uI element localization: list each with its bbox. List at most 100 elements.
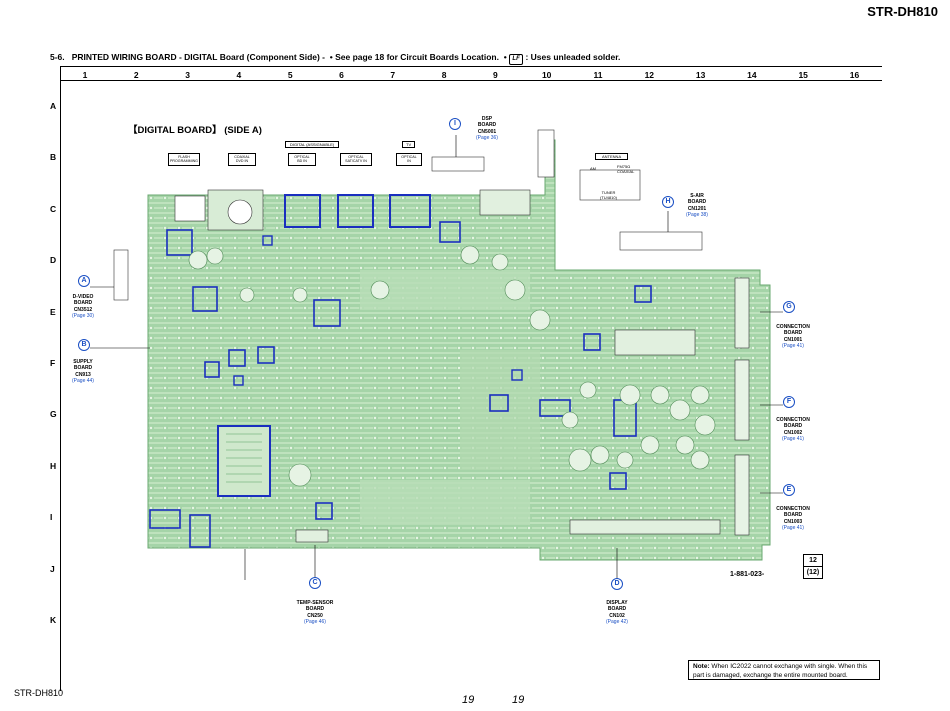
row-header: C: [50, 203, 57, 214]
connector-badge: E: [783, 484, 795, 496]
connector-badge: F: [783, 396, 795, 408]
connector-cn2001: [174, 195, 206, 222]
column-header: 6: [339, 70, 344, 80]
column-header: 16: [849, 70, 860, 80]
board-title: 【DIGITAL BOARD】 (SIDE A): [128, 125, 262, 136]
leadfree-icon: LF: [509, 54, 524, 65]
header-pins: [295, 529, 329, 543]
column-header: 13: [695, 70, 706, 80]
coaxial-label: COAXIAL DVD IN: [228, 153, 256, 166]
ic-highlight: [315, 502, 333, 520]
connector-label: DISPLAY BOARD CN102(Page 42): [594, 600, 640, 625]
ic-highlight: [609, 472, 627, 490]
digital-assignable-label: DIGITAL (ASSIGNABLE): [285, 141, 340, 148]
front-connector: [537, 129, 555, 178]
optical1-label: OPTICAL BD IN: [288, 153, 316, 166]
optical2-label: OPTICAL SAT/CATV IN: [340, 153, 372, 166]
connector-label: DSP BOARD CN5001(Page 36): [464, 116, 510, 141]
row-header: J: [50, 563, 55, 574]
ic-highlight: [634, 285, 652, 303]
connector-page: (Page 42): [606, 618, 628, 625]
optical-jack-3: [389, 194, 431, 228]
tuner-box: [579, 169, 641, 201]
connector-title: DSP BOARD CN5001: [477, 116, 497, 135]
column-header: 9: [493, 70, 498, 80]
board-ref: 12 (12): [803, 554, 823, 579]
tuner-label: TUNER (TU4810): [600, 190, 617, 200]
section-title: PRINTED WIRING BOARD - DIGITAL Board (Co…: [71, 52, 326, 62]
column-header: 3: [185, 70, 190, 80]
ic-highlight: [313, 299, 341, 327]
connector-label: TEMP-SENSOR BOARD CN250(Page 46): [292, 600, 338, 625]
connector-badge: H: [662, 196, 674, 208]
tv-label: TV: [402, 141, 416, 148]
connector-label: S-AIR BOARD CN1201(Page 38): [674, 193, 720, 218]
ic-highlight: [583, 333, 601, 351]
connector-page: (Page 41): [782, 435, 804, 442]
connector-title: D-VIDEO BOARD CN3512: [72, 294, 94, 313]
ic-highlight: [511, 369, 523, 381]
connector-label: D-VIDEO BOARD CN3512(Page 30): [60, 294, 106, 319]
coaxial-jack: [227, 199, 253, 225]
connector-badge: G: [783, 301, 795, 313]
row-header: F: [50, 358, 56, 368]
connector-label: SUPPLY BOARD CN913(Page 44): [60, 359, 106, 384]
connector-badge: D: [611, 578, 623, 590]
connector-label: CONNECTION BOARD CN1001(Page 41): [770, 324, 816, 349]
header-pins: [614, 329, 696, 356]
column-header: 8: [441, 70, 447, 80]
row-header: H: [50, 460, 57, 471]
am-label: AM: [590, 166, 596, 171]
footer-model: STR-DH810: [14, 688, 64, 698]
note-label: Note:: [693, 663, 710, 670]
ic-highlight: [192, 286, 218, 312]
column-header: 11: [593, 70, 603, 80]
connector-label: CONNECTION BOARD CN1002(Page 41): [770, 417, 816, 442]
main-ic: [217, 425, 271, 497]
ic-highlight: [189, 514, 211, 548]
location-note: • See page 18 for Circuit Boards Locatio…: [329, 52, 499, 62]
connector-title: CONNECTION BOARD CN1003: [776, 506, 810, 525]
page-number-right: 19: [512, 694, 525, 706]
connector-page: (Page 41): [782, 524, 804, 531]
section-number: 5-6.: [50, 52, 65, 62]
column-header: 4: [236, 70, 242, 80]
board-ref-top: 12: [804, 555, 822, 567]
column-header: 5: [287, 70, 293, 80]
connector-page: (Page 41): [782, 342, 804, 349]
column-header: 12: [644, 70, 655, 80]
ic-highlight: [204, 361, 220, 378]
row-header: D: [50, 255, 57, 266]
column-header: 7: [390, 70, 396, 80]
column-header: 15: [798, 70, 808, 80]
connector-badge: C: [309, 577, 321, 589]
cn3512-plug: [113, 249, 129, 301]
connector-page: (Page 44): [72, 377, 94, 384]
cn1201-plug: [619, 231, 703, 251]
bullet: •: [503, 52, 507, 62]
ic-highlight: [228, 349, 246, 367]
grid-header-border: [60, 80, 882, 81]
note-text: When IC2022 cannot exchange with single.…: [693, 663, 868, 679]
optical3-label: OPTICAL IN: [396, 153, 422, 166]
ground-area: [460, 350, 540, 470]
ic-highlight: [166, 229, 193, 256]
row-header: A: [50, 101, 57, 111]
header-pins: [479, 189, 531, 216]
antenna-label: ANTENNA: [595, 153, 629, 160]
cn5001-plug: [431, 156, 485, 172]
connector-page: (Page 38): [686, 211, 708, 218]
connector-title: DISPLAY BOARD CN102: [606, 600, 628, 619]
flash-label: FLASH PROGRAMMING: [168, 153, 200, 166]
row-header: G: [50, 409, 57, 420]
model-title: STR-DH810: [867, 4, 938, 19]
connector-page: (Page 30): [72, 312, 94, 319]
connector-title: TEMP-SENSOR BOARD CN250: [296, 600, 334, 619]
connector-title: S-AIR BOARD CN1201: [687, 193, 707, 212]
header-pins: [569, 519, 721, 535]
grid-left-border: [60, 66, 61, 691]
note-box: Note: When IC2022 cannot exchange with s…: [688, 660, 880, 680]
connector-cn1002: [734, 359, 750, 441]
column-header: 2: [133, 70, 139, 80]
